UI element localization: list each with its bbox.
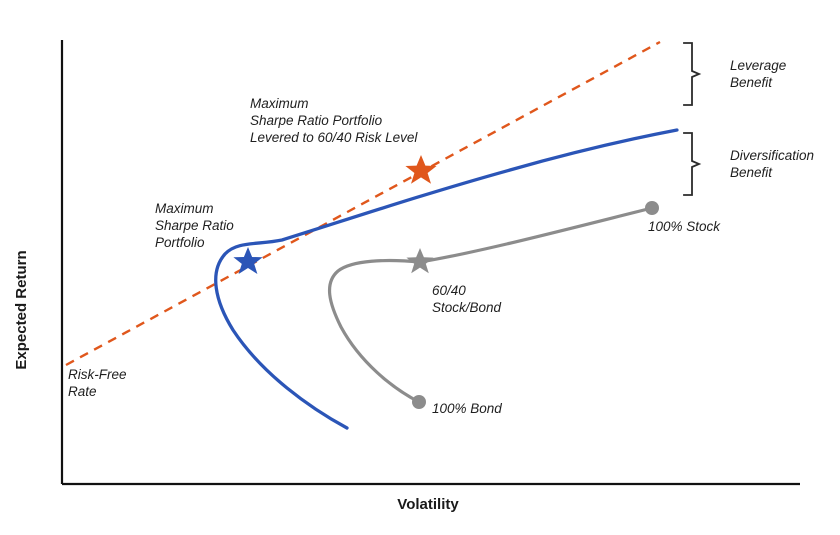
diversification-benefit-bracket [683,132,702,196]
risk-free-rate-label-line2: Rate [68,384,97,399]
max-sharpe-levered-label-line3: Levered to 60/40 Risk Level [250,130,418,145]
y-axis-title: Expected Return [13,250,30,369]
hundred-stock-dot-marker [645,201,659,215]
leverage-benefit-label-line1: Leverage [730,58,786,73]
max-sharpe-label: Maximum Sharpe Ratio Portfolio [155,201,234,250]
leverage-benefit-bracket [683,42,702,106]
sixty-forty-star-marker [406,248,434,274]
hundred-bond-label: 100% Bond [432,401,502,416]
max-sharpe-label-line2: Sharpe Ratio [155,218,234,233]
sixty-forty-label-line1: 60/40 [432,283,466,298]
hundred-bond-dot-marker [412,395,426,409]
leverage-benefit-label: Leverage Benefit [730,58,786,90]
two-asset-curve [327,206,654,404]
max-sharpe-levered-label-line2: Sharpe Ratio Portfolio [250,113,383,128]
capital-allocation-line [65,40,661,367]
max-sharpe-label-line3: Portfolio [155,235,205,250]
max-sharpe-tangency-star-marker [233,247,263,274]
risk-free-rate-label-line1: Risk-Free [68,367,127,382]
sixty-forty-label: 60/40 Stock/Bond [432,283,502,315]
diversification-benefit-label-line2: Benefit [730,165,773,180]
sixty-forty-label-line2: Stock/Bond [432,300,502,315]
star-icon [405,155,437,184]
max-sharpe-levered-label-line1: Maximum [250,96,309,111]
max-sharpe-levered-star-marker [405,155,437,184]
diversification-benefit-label: Diversification Benefit [730,148,814,180]
star-icon [233,247,263,274]
axes-group [60,40,800,486]
x-axis-title: Volatility [397,496,459,513]
risk-free-rate-label: Risk-Free Rate [68,367,127,399]
hundred-stock-label: 100% Stock [648,219,721,234]
max-sharpe-levered-label: Maximum Sharpe Ratio Portfolio Levered t… [250,96,418,145]
diversification-benefit-label-line1: Diversification [730,148,814,163]
efficient-frontier-curve [214,128,679,430]
star-icon [406,248,434,274]
max-sharpe-label-line1: Maximum [155,201,214,216]
leverage-benefit-label-line2: Benefit [730,75,773,90]
